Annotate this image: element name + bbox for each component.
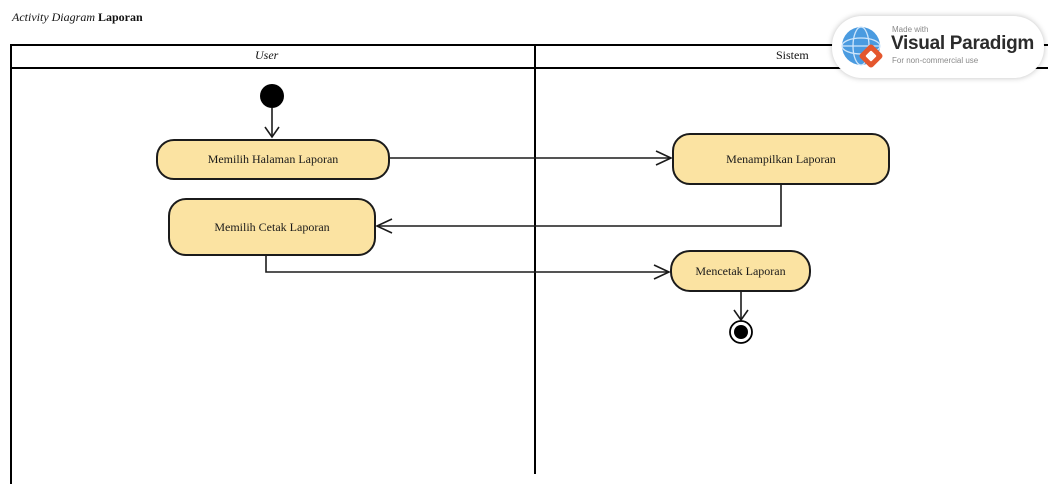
diagram-title: Activity Diagram Laporan — [12, 10, 143, 25]
action-menampilkan-laporan: Menampilkan Laporan — [672, 133, 890, 185]
diagram-title-name: Laporan — [97, 10, 143, 24]
action-memilih-halaman-laporan: Memilih Halaman Laporan — [156, 139, 390, 180]
action-memilih-cetak-laporan: Memilih Cetak Laporan — [168, 198, 376, 256]
watermark-brand: Visual Paradigm — [891, 33, 1034, 54]
watermark-made-with: Made with — [892, 25, 929, 34]
flow-edges — [260, 84, 782, 344]
visual-paradigm-logo-icon — [841, 26, 883, 68]
flow-mencetak-to-end — [733, 292, 749, 322]
flow-memilih-cetak-to-mencetak — [265, 256, 671, 280]
action-mencetak-laporan: Mencetak Laporan — [670, 250, 811, 292]
swimlane-frame — [10, 44, 1048, 484]
lane-label-user: User — [255, 48, 279, 62]
visual-paradigm-watermark: Made with Visual Paradigm For non-commer… — [832, 16, 1044, 78]
diagram-title-prefix: Activity Diagram — [12, 10, 95, 24]
lane-label-sistem: Sistem — [776, 48, 809, 62]
flow-start-to-memilih-halaman — [264, 108, 280, 139]
flow-memilih-halaman-to-menampilkan — [390, 150, 673, 166]
flow-menampilkan-to-memilih-cetak — [375, 185, 782, 234]
initial-node — [260, 84, 284, 108]
lane-header-line — [10, 67, 1048, 69]
final-node — [729, 320, 753, 344]
watermark-note: For non-commercial use — [892, 56, 979, 65]
lane-divider — [534, 44, 536, 474]
